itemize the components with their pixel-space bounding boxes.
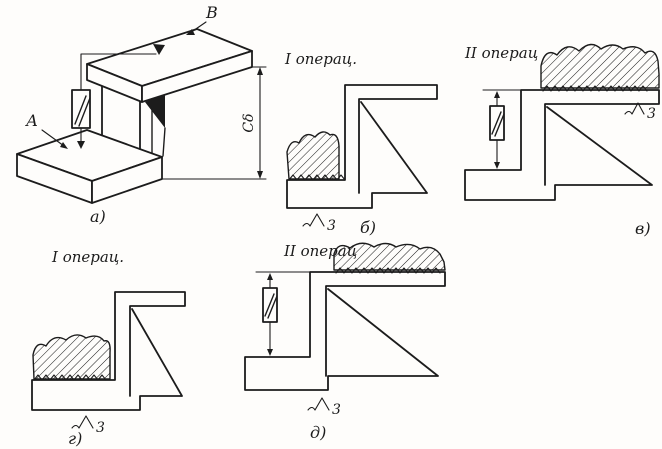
panel-v-label: в) <box>635 219 651 238</box>
zigzag-marks-icon <box>542 85 648 92</box>
arrowhead-on-surface-a <box>77 141 85 149</box>
finish-mark-check <box>624 102 645 115</box>
arrowhead-up <box>494 91 500 98</box>
gusset-edges <box>151 105 166 157</box>
panel-g-label: г) <box>68 429 82 448</box>
dimension-arrow-top <box>257 67 263 75</box>
arrowhead-up <box>267 273 273 280</box>
panel-a-label: а) <box>90 207 106 226</box>
panel-d-operation2-view: II операц 3 д) <box>244 242 446 442</box>
indicator-slashes <box>264 293 278 319</box>
dimension-label: Сδ <box>241 113 257 132</box>
panel-b-operation1-view: I операц. 3 б) <box>284 50 438 237</box>
operation-title: I операц. <box>51 248 124 266</box>
finish-mark-check <box>307 397 330 411</box>
indicator-upper-link <box>80 53 157 91</box>
finish-class-number: 3 <box>332 402 341 418</box>
finish-mark-check <box>302 213 325 227</box>
dimension-c: Сδ <box>161 66 267 180</box>
zigzag-marks-icon <box>335 267 441 274</box>
panel-a-isometric-view: А В Сδ а) <box>16 3 267 226</box>
surface-a-arrowhead <box>60 142 68 149</box>
dimension-extension-lines <box>161 66 267 180</box>
finish-mark-check <box>71 415 94 429</box>
arrowhead-on-surface-b <box>153 44 165 55</box>
wall-edges <box>101 85 141 150</box>
finish-mark-icon: 3 <box>307 397 341 418</box>
dial-indicator-icon <box>71 44 165 149</box>
hatched-blob-icon <box>286 131 340 180</box>
operation-title: II операц <box>464 44 538 62</box>
dial-indicator-icon <box>482 89 522 169</box>
indicator-slashes <box>491 111 505 137</box>
finish-mark-icon: 3 <box>302 213 336 234</box>
arrowhead-down <box>494 162 500 169</box>
finish-mark-icon: 3 <box>624 102 656 122</box>
arrowhead-down <box>267 349 273 356</box>
gusset-dark-triangle <box>145 94 165 128</box>
panel-v-operation2-view: II операц 3 в) <box>464 43 660 238</box>
finish-class-number: 3 <box>647 106 656 122</box>
surface-a-leader <box>41 129 65 147</box>
finish-class-number: 3 <box>327 218 336 234</box>
surface-b-arrowhead <box>186 29 195 35</box>
surface-a-label: А <box>25 111 38 130</box>
dimension-arrow-bottom <box>257 171 263 179</box>
hatched-blob-icon <box>32 334 111 380</box>
part-outline <box>286 84 438 209</box>
finish-mark-icon: 3 <box>71 415 105 436</box>
panel-g-operation1-view: I операц. 3 г) <box>31 248 186 448</box>
hatched-blob-icon <box>333 242 446 271</box>
hatched-blob-icon <box>540 43 660 89</box>
zigzag-marks-icon <box>288 174 346 181</box>
operation-title: I операц. <box>284 50 357 68</box>
panel-d-label: д) <box>310 423 326 442</box>
surface-b-label: В <box>205 3 218 22</box>
finish-class-number: 3 <box>96 420 105 436</box>
dial-indicator-icon <box>255 271 311 356</box>
zigzag-marks-icon <box>33 374 107 381</box>
panel-b-label: б) <box>360 218 376 237</box>
indicator-slashes <box>74 95 91 127</box>
